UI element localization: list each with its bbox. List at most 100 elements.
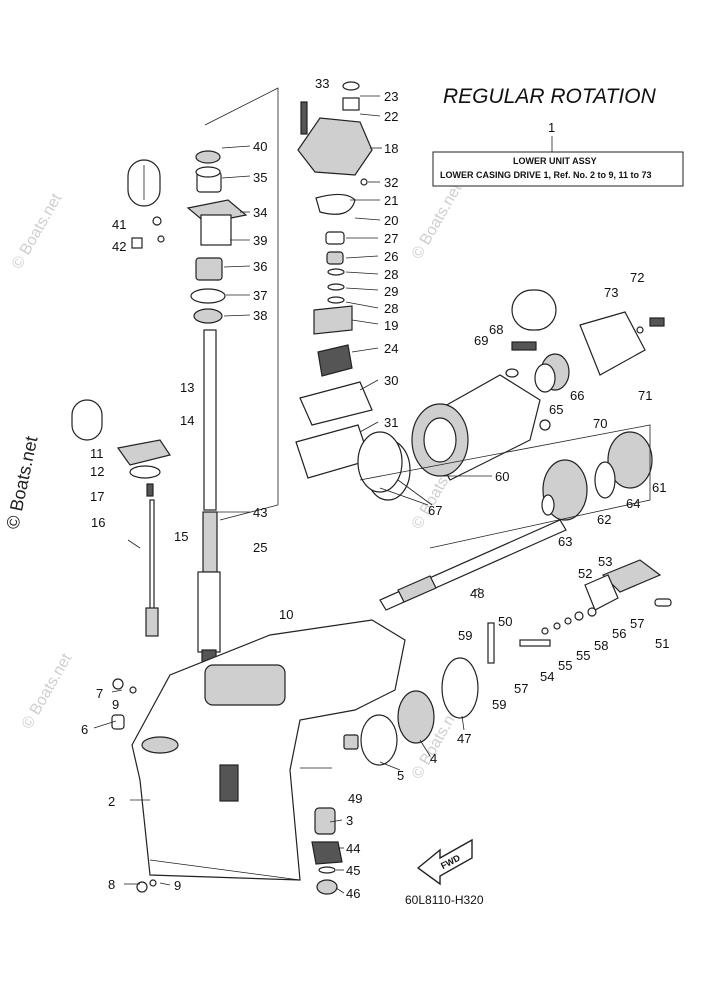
callout: 45 [346, 863, 360, 878]
callout: 14 [180, 413, 194, 428]
callout: 42 [112, 239, 126, 254]
callout: 24 [384, 341, 398, 356]
callout: 11 [90, 446, 104, 461]
watermark: © Boats.net [2, 434, 41, 530]
callout: 9 [112, 697, 119, 712]
callout: 56 [612, 626, 626, 641]
callout: 60 [495, 469, 509, 484]
callout: 44 [346, 841, 360, 856]
callout: 25 [253, 540, 267, 555]
diagram-title: REGULAR ROTATION [443, 85, 657, 108]
callout: 39 [253, 233, 267, 248]
callout: 52 [578, 566, 592, 581]
callout: 5 [397, 768, 404, 783]
callout: 43 [253, 505, 267, 520]
callout: 62 [597, 512, 611, 527]
reference-line-1: LOWER UNIT ASSY [513, 156, 597, 166]
callout: 57 [630, 616, 644, 631]
callout: 3 [346, 813, 353, 828]
callout: 27 [384, 231, 398, 246]
callout: 30 [384, 373, 398, 388]
reference-line-2: LOWER CASING DRIVE 1, Ref. No. 2 to 9, 1… [440, 170, 652, 180]
bearing-housing [357, 289, 665, 521]
callout: 32 [384, 175, 398, 190]
pinion-assembly [311, 657, 479, 895]
callout: 38 [253, 308, 267, 323]
watermark: © Boats.net [9, 190, 66, 272]
propeller-shaft [379, 519, 567, 611]
callout: 58 [594, 638, 608, 653]
callout: 15 [174, 529, 188, 544]
callout: 61 [652, 480, 666, 495]
leader-lines [93, 95, 492, 894]
diagram-code: 60L8110-H320 [405, 893, 484, 907]
callout: 47 [457, 731, 471, 746]
callout: 73 [604, 285, 618, 300]
callout: 57 [514, 681, 528, 696]
callout: 20 [384, 213, 398, 228]
callout: 23 [384, 89, 398, 104]
callout: 48 [470, 586, 484, 601]
callout: 49 [348, 791, 362, 806]
callout: 4 [430, 751, 437, 766]
driveshaft-assembly [186, 150, 248, 673]
callout: 31 [384, 415, 398, 430]
callout: 69 [474, 333, 488, 348]
callout: 68 [489, 322, 503, 337]
callout: 7 [96, 686, 103, 701]
callout: 21 [384, 193, 398, 208]
clutch-assembly [487, 559, 672, 664]
callout: 67 [428, 503, 442, 518]
callout: 55 [558, 658, 572, 673]
callouts: 2 3 4 5 6 7 8 9 9 10 11 12 13 14 15 16 1… [81, 76, 669, 901]
callout: 33 [315, 76, 329, 91]
callout: 6 [81, 722, 88, 737]
callout: 2 [108, 794, 115, 809]
callout: 19 [384, 318, 398, 333]
callout: 70 [593, 416, 607, 431]
callout: 59 [458, 628, 472, 643]
callout: 41 [112, 217, 126, 232]
callout: 13 [180, 380, 194, 395]
callout: 8 [108, 877, 115, 892]
reference-box: 1 LOWER UNIT ASSY LOWER CASING DRIVE 1, … [432, 120, 684, 187]
callout: 35 [253, 170, 267, 185]
callout: 64 [626, 496, 640, 511]
callout: 72 [630, 270, 644, 285]
watermark: © Boats.net [409, 180, 466, 262]
callout: 66 [570, 388, 584, 403]
callout: 54 [540, 669, 554, 684]
lower-casing [131, 619, 406, 881]
callout: 36 [253, 259, 267, 274]
callout: 65 [549, 402, 563, 417]
callout: 26 [384, 249, 398, 264]
callout: 28 [384, 267, 398, 282]
callout: 50 [498, 614, 512, 629]
callout: 34 [253, 205, 267, 220]
callout: 71 [638, 388, 652, 403]
callout: 16 [91, 515, 105, 530]
callout: 46 [346, 886, 360, 901]
callout: 63 [558, 534, 572, 549]
callout: 53 [598, 554, 612, 569]
callout: 22 [384, 109, 398, 124]
callout: 12 [90, 464, 104, 479]
water-pump-assembly [295, 81, 373, 479]
callout: 37 [253, 288, 267, 303]
fwd-arrow-icon: FWD [416, 838, 473, 886]
watermark: © Boats.net [19, 650, 76, 732]
callout: 17 [90, 489, 104, 504]
shift-rod-assembly [71, 159, 171, 637]
callout: 40 [253, 139, 267, 154]
callout: 55 [576, 648, 590, 663]
callout-1: 1 [548, 120, 555, 135]
small-fasteners [111, 237, 157, 893]
callout: 18 [384, 141, 398, 156]
callout: 9 [174, 878, 181, 893]
callout: 28 [384, 301, 398, 316]
callout: 10 [279, 607, 293, 622]
callout: 59 [492, 697, 506, 712]
callout: 29 [384, 284, 398, 299]
callout: 51 [655, 636, 669, 651]
